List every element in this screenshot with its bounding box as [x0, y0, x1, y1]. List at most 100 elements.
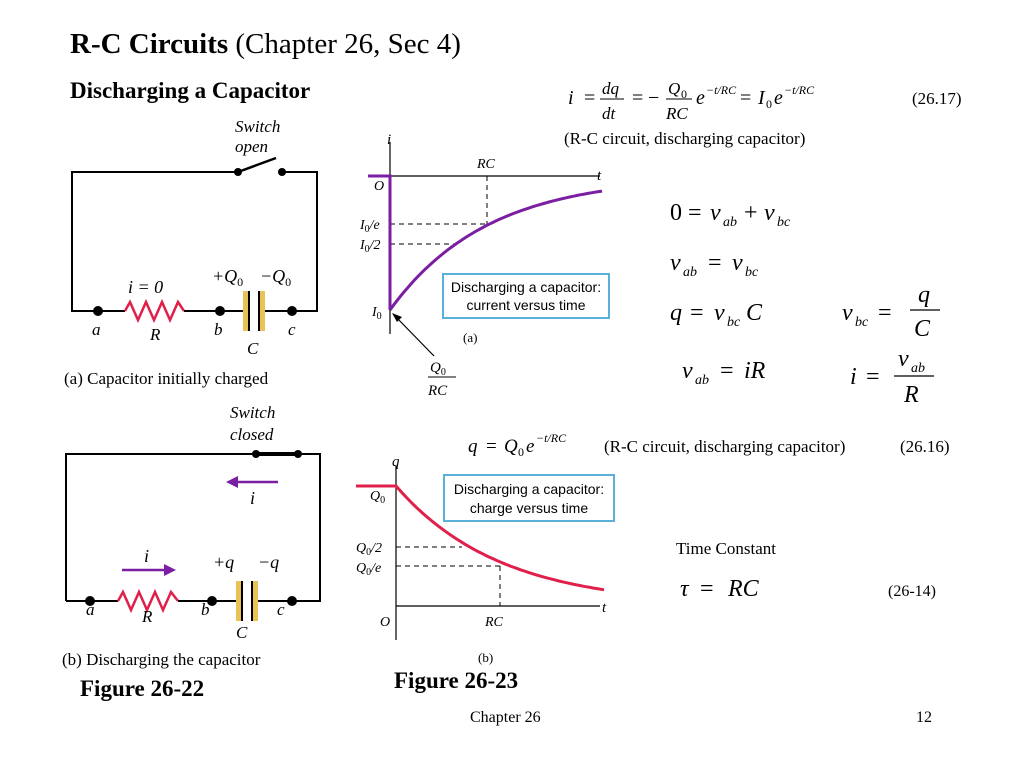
svg-text:v: v — [898, 346, 909, 372]
svg-text:i: i — [850, 364, 857, 390]
circuit-b-switch-contact-left — [252, 450, 260, 458]
equation-26-16-number: (26.16) — [900, 437, 950, 456]
charge-decay-curve — [356, 484, 605, 592]
time-constant-label: Time Constant — [676, 539, 776, 558]
svg-text:bc: bc — [777, 215, 791, 230]
graph-a-x-axis-label: t — [597, 168, 602, 184]
footer-page-number: 12 — [916, 709, 932, 726]
graph-a-box-line1: Discharging a capacitor: — [451, 279, 601, 295]
circuit-a-node-b-label: b — [214, 320, 223, 339]
svg-text:v: v — [670, 250, 681, 276]
circuit-b-node-c — [287, 596, 297, 606]
graph-b-rc-tick: RC — [484, 615, 504, 630]
svg-text:=: = — [688, 200, 702, 226]
svg-text:bc: bc — [855, 315, 869, 330]
time-constant-equation: τ = RC (26-14) — [680, 576, 936, 602]
svg-text:=: = — [700, 576, 714, 602]
current-decay-curve — [388, 189, 603, 311]
svg-text:v: v — [842, 300, 853, 326]
circuit-b-switch-label-1: Switch — [230, 403, 275, 422]
svg-text:e: e — [526, 436, 534, 457]
graph-b-tick-q02: Q0/2 — [356, 541, 382, 558]
circuit-b-caption: (b) Discharging the capacitor — [62, 650, 261, 669]
svg-text:v: v — [710, 200, 721, 226]
circuit-b-switch-label-2: closed — [230, 425, 274, 444]
graph-a-tick-i0e: I0/e — [359, 218, 380, 235]
svg-text:Q: Q — [668, 79, 680, 98]
figure-26-23-label: Figure 26-23 — [394, 668, 519, 693]
svg-text:−t/RC: −t/RC — [536, 431, 567, 445]
svg-text:bc: bc — [745, 265, 759, 280]
current-vs-time-graph: i t O RC I0/e I0/2 I0 Discharging a capa… — [359, 134, 610, 399]
footer-chapter: Chapter 26 — [470, 709, 541, 726]
svg-text:RC: RC — [665, 104, 688, 123]
circuit-b-charge-pos: +q — [213, 552, 234, 572]
circuit-a-diagram: Switch open i = 0 +Q0 −Q0 a b c R C (a) … — [64, 117, 318, 388]
circuit-b-current-bottom-label: i — [144, 546, 149, 566]
circuit-b-current-top-label: i — [250, 488, 255, 508]
svg-text:q: q — [918, 282, 930, 308]
time-constant-number: (26-14) — [888, 583, 936, 600]
svg-text:Q: Q — [504, 436, 518, 457]
circuit-a-node-a-label: a — [92, 320, 101, 339]
svg-text:ab: ab — [911, 361, 925, 376]
svg-text:RC: RC — [727, 576, 760, 602]
svg-text:dq: dq — [602, 79, 620, 98]
equation-26-17-number: (26.17) — [912, 89, 962, 108]
svg-text:C: C — [746, 300, 763, 326]
circuit-b-node-a — [85, 596, 95, 606]
svg-text:i: i — [568, 87, 574, 109]
svg-text:0: 0 — [766, 97, 772, 111]
graph-b-tick-q0: Q0 — [370, 489, 385, 506]
circuit-a-node-c — [287, 306, 297, 316]
circuit-b-capacitor-plate-left — [236, 581, 242, 621]
graph-a-panel-label: (a) — [463, 330, 477, 345]
svg-text:e: e — [696, 87, 705, 109]
svg-text:=: = — [740, 87, 751, 109]
circuit-b-capacitor-plate-right — [252, 581, 258, 621]
svg-text:=: = — [708, 250, 722, 276]
graph-a-origin-label: O — [374, 179, 384, 194]
graph-a-y-axis-label: i — [387, 134, 391, 148]
graph-a-tick-i02: I0/2 — [359, 238, 381, 255]
svg-text:=: = — [720, 358, 734, 384]
graph-b-x-axis-label: t — [602, 600, 607, 616]
circuit-a-resistor — [123, 298, 186, 324]
svg-text:0: 0 — [518, 445, 524, 459]
equation-26-17-caption: (R-C circuit, discharging capacitor) — [564, 129, 805, 148]
slide-subtitle: Discharging a Capacitor — [70, 78, 311, 103]
svg-text:=: = — [690, 300, 704, 326]
circuit-a-capacitor-plate-left — [243, 291, 249, 331]
circuit-a-wire-left — [71, 171, 238, 312]
circuit-b-wire-loop — [65, 453, 321, 602]
circuit-b-resistor-label: R — [141, 607, 153, 626]
svg-text:e: e — [774, 87, 783, 109]
circuit-a-node-c-label: c — [288, 320, 296, 339]
svg-text:R: R — [903, 382, 919, 408]
graph-a-label-box — [442, 273, 610, 319]
graph-b-box-line2: charge versus time — [470, 500, 588, 516]
circuit-b-node-a-label: a — [86, 600, 95, 619]
svg-text:0: 0 — [670, 200, 682, 226]
circuit-a-resistor-label: R — [149, 325, 161, 344]
svg-text:ab: ab — [723, 215, 737, 230]
svg-text:v: v — [732, 250, 743, 276]
circuit-a-switch-lever — [237, 156, 277, 174]
graph-a-tick-i0: I0 — [371, 305, 382, 322]
svg-text:q: q — [670, 300, 682, 326]
circuit-b-node-c-label: c — [277, 600, 285, 619]
graph-a-pointer — [394, 315, 435, 357]
slide-title-bold: R-C Circuits — [70, 28, 229, 60]
svg-text:−t/RC: −t/RC — [784, 83, 815, 97]
circuit-b-diagram: Switch closed i i +q −q a b c R C (b) Di… — [62, 403, 321, 669]
circuit-b-capacitor-label: C — [236, 623, 248, 642]
svg-text:=: = — [866, 364, 880, 390]
svg-text:−: − — [648, 87, 659, 109]
graph-a-rc-tick: RC — [476, 157, 496, 172]
equation-26-16-caption: (R-C circuit, discharging capacitor) — [604, 437, 845, 456]
circuit-b-resistor — [116, 588, 179, 614]
graph-a-initial-segment — [368, 174, 392, 310]
circuit-a-capacitor-plate-right — [259, 291, 265, 331]
